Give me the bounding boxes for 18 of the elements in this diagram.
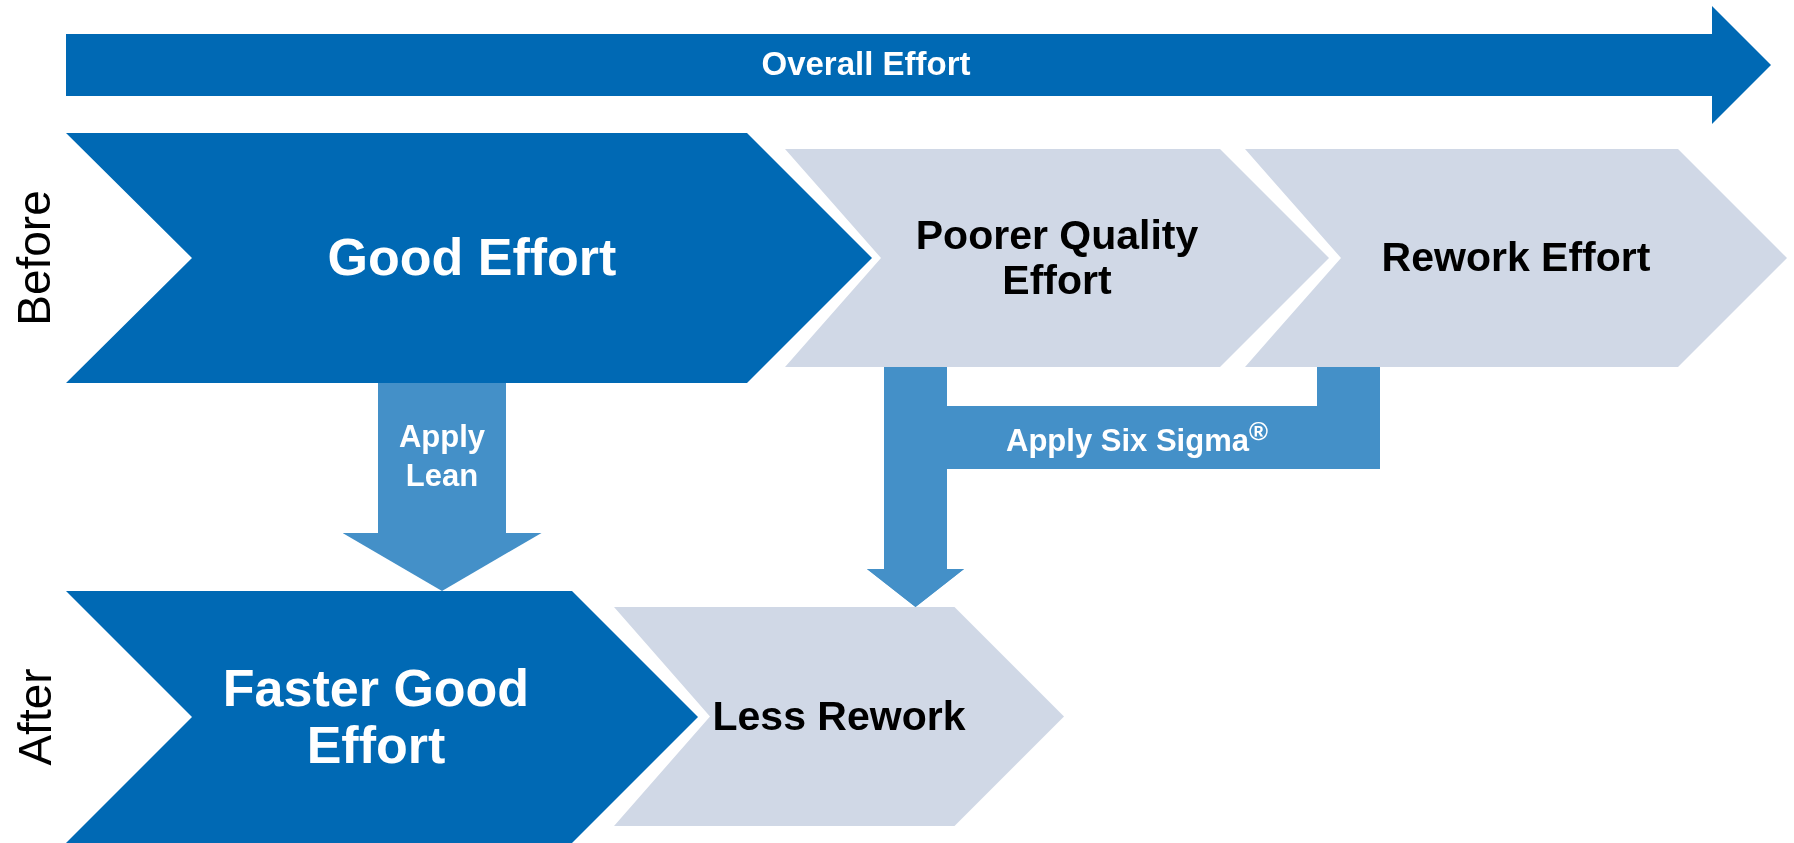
chevron-shape	[1245, 149, 1787, 367]
node-label: Good Effort	[327, 229, 617, 287]
edge-label: Apply Six Sigma$^{®}$	[1005, 416, 1269, 461]
edge-label: Apply Lean	[397, 418, 487, 495]
arrow	[867, 367, 1380, 607]
row-label: Before	[6, 190, 61, 326]
node-label: Faster Good Effort	[221, 659, 531, 775]
chevron-shape	[785, 149, 1329, 367]
node-label: Overall Effort	[761, 45, 971, 83]
banner-arrow	[66, 6, 1771, 124]
node-label: Poorer Quality Effort	[914, 212, 1200, 304]
arrow	[342, 383, 542, 591]
node-label: Less Rework	[712, 693, 966, 740]
chevron-shape	[66, 133, 872, 383]
row-label: After	[7, 668, 62, 766]
chevron-shape	[66, 591, 698, 843]
node-label: Rework Effort	[1381, 235, 1651, 281]
chevron-shape	[614, 607, 1064, 826]
